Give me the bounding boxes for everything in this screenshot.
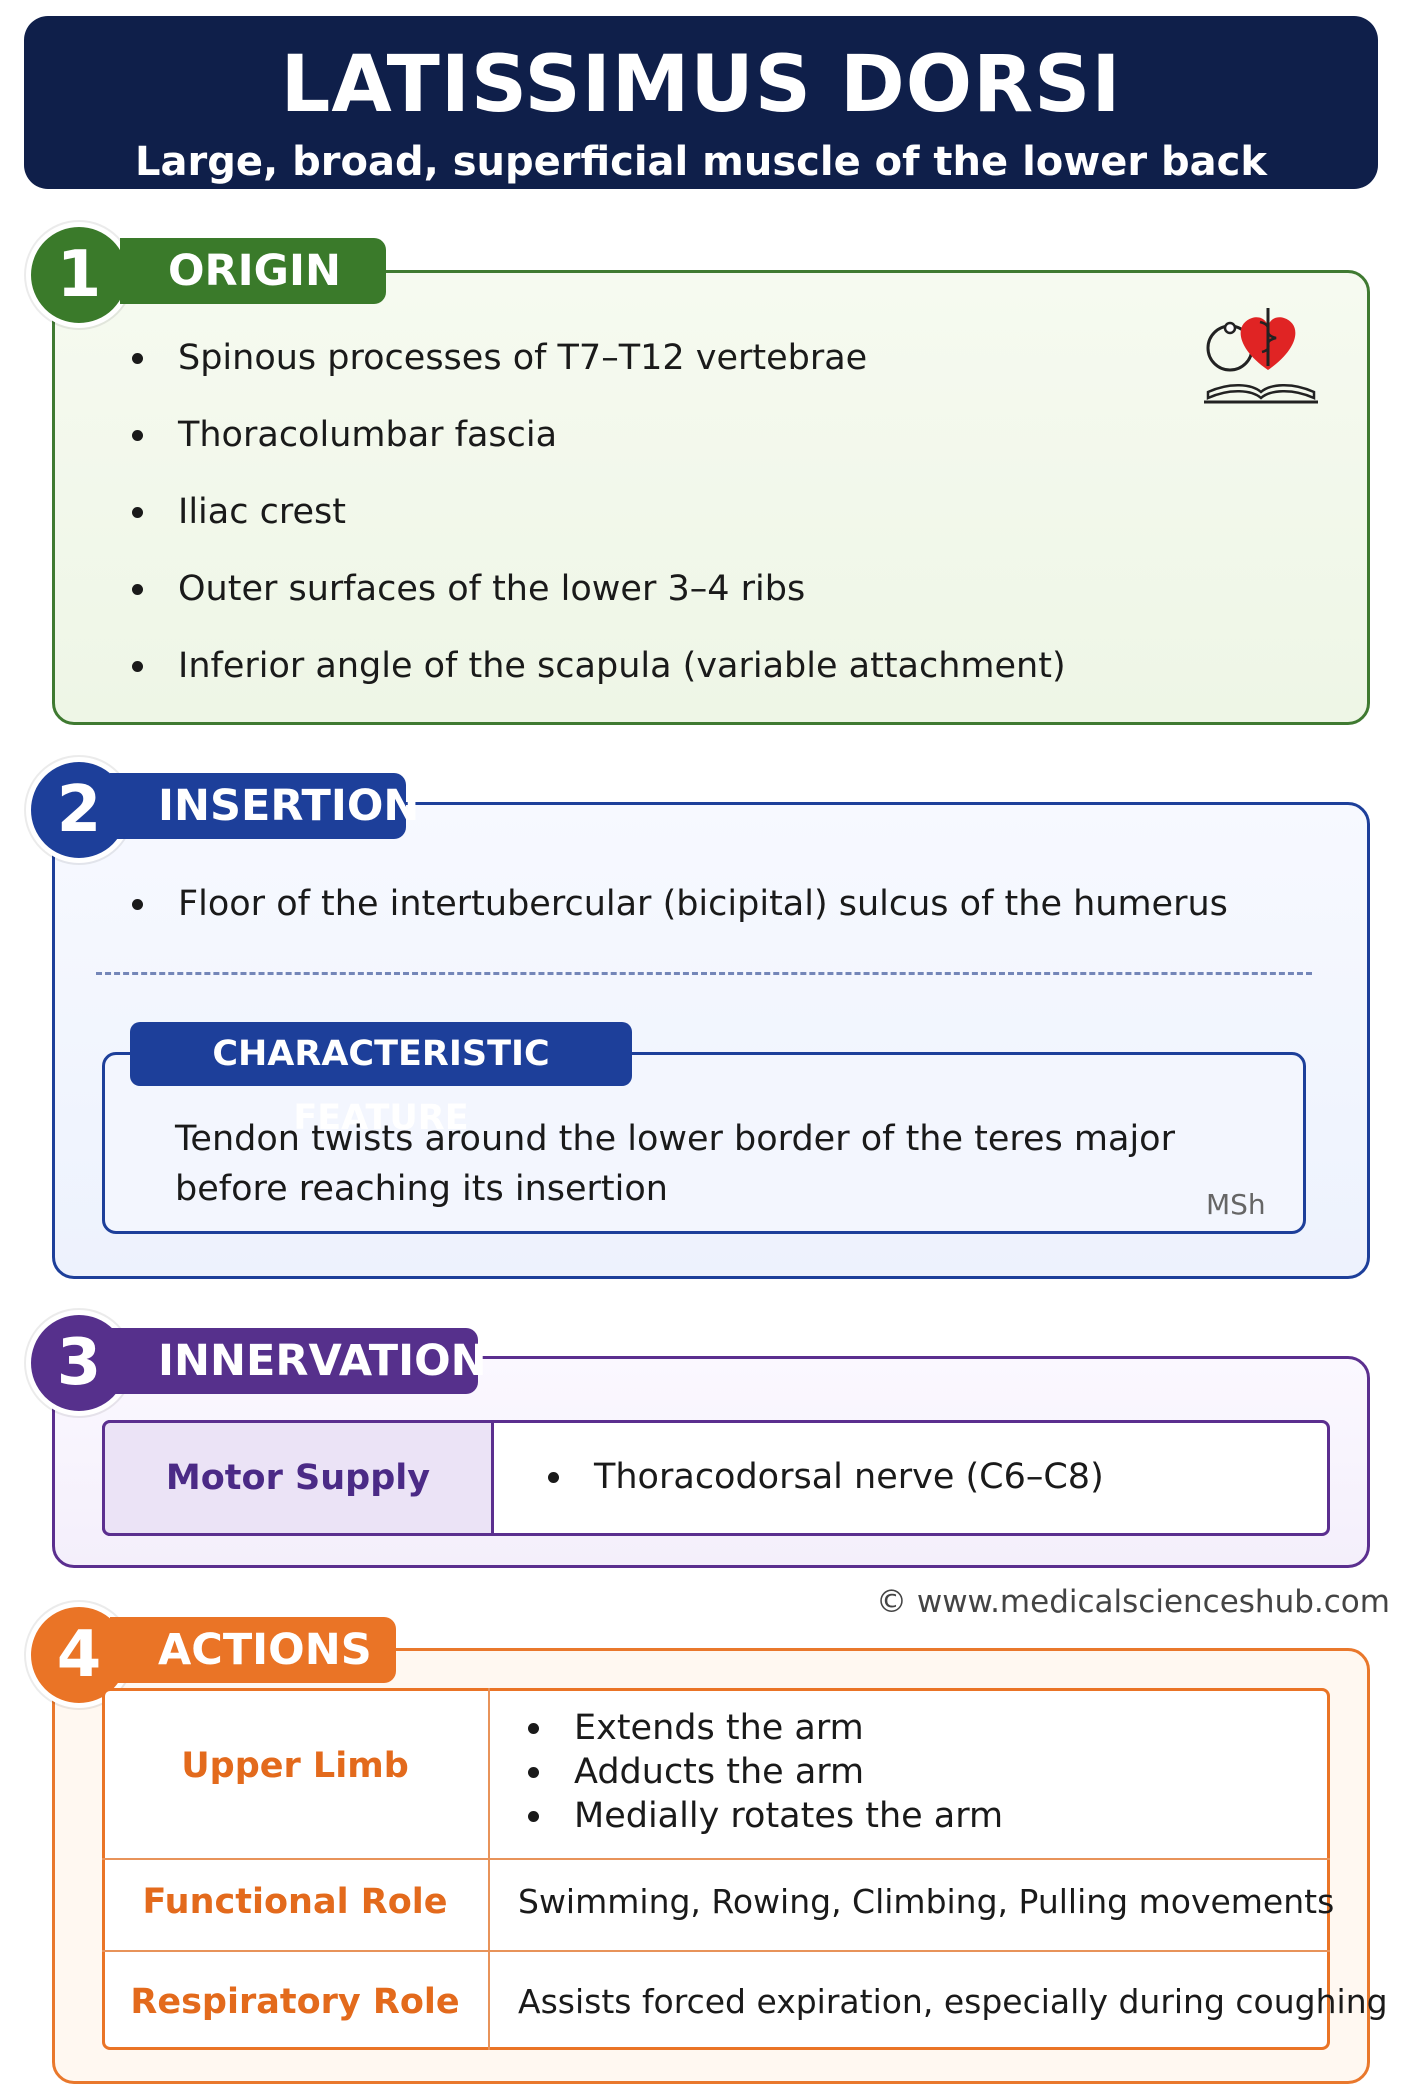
list-item: Spinous processes of T7–T12 vertebrae	[132, 336, 1132, 380]
list-item: Iliac crest	[132, 490, 1132, 534]
insertion-heading: INSERTION	[110, 773, 419, 839]
functional-role-label: Functional Role	[142, 1882, 448, 1922]
actions-heading: ACTIONS	[110, 1617, 396, 1683]
title-banner: LATISSIMUS DORSI Large, broad, superfici…	[24, 16, 1378, 189]
list-item: Thoracodorsal nerve (C6–C8)	[548, 1455, 1104, 1499]
insertion-number-badge: 2	[26, 757, 132, 863]
copyright-text: © www.medicalscienceshub.com	[876, 1584, 1390, 1620]
dashed-divider	[96, 972, 1312, 975]
feature-text: Tendon twists around the lower border of…	[175, 1114, 1175, 1214]
list-item: Inferior angle of the scapula (variable …	[132, 644, 1132, 688]
functional-role-text: Swimming, Rowing, Climbing, Pulling move…	[518, 1882, 1335, 1921]
origin-section	[52, 270, 1370, 725]
respiratory-role-label: Respiratory Role	[130, 1982, 460, 2022]
table-divider	[102, 1858, 1330, 1860]
list-item: Adducts the arm	[528, 1750, 1003, 1794]
list-item: Thoracolumbar fascia	[132, 413, 1132, 457]
origin-heading: ORIGIN	[120, 238, 386, 304]
insertion-list: Floor of the intertubercular (bicipital)…	[132, 882, 1232, 926]
page-title: LATISSIMUS DORSI	[280, 40, 1122, 130]
upper-limb-list: Extends the arm Adducts the arm Medially…	[528, 1706, 1003, 1838]
list-item: Extends the arm	[528, 1706, 1003, 1750]
page-subtitle: Large, broad, superficial muscle of the …	[135, 139, 1267, 185]
origin-list: Spinous processes of T7–T12 vertebrae Th…	[132, 336, 1132, 721]
caduceus-heart-book-icon	[1204, 308, 1318, 404]
table-divider	[102, 1950, 1330, 1952]
upper-limb-label: Upper Limb	[181, 1746, 409, 1786]
feature-line: Tendon twists around the lower border of…	[175, 1119, 1175, 1159]
actions-table	[102, 1688, 1330, 2050]
innervation-list: Thoracodorsal nerve (C6–C8)	[548, 1455, 1104, 1499]
list-item: Floor of the intertubercular (bicipital)…	[132, 882, 1232, 926]
respiratory-role-text: Assists forced expiration, especially du…	[518, 1982, 1388, 2021]
list-item: Outer surfaces of the lower 3–4 ribs	[132, 567, 1132, 611]
origin-number-badge: 1	[26, 222, 132, 328]
feature-heading: CHARACTERISTIC FEATURE	[130, 1022, 632, 1138]
innervation-heading: INNERVATION	[110, 1328, 487, 1394]
list-item: Medially rotates the arm	[528, 1794, 1003, 1838]
feature-line: before reaching its insertion	[175, 1169, 668, 1209]
table-divider	[488, 1688, 490, 2050]
motor-supply-label: Motor Supply	[102, 1420, 494, 1536]
msh-mark: MSh	[1206, 1188, 1266, 1221]
